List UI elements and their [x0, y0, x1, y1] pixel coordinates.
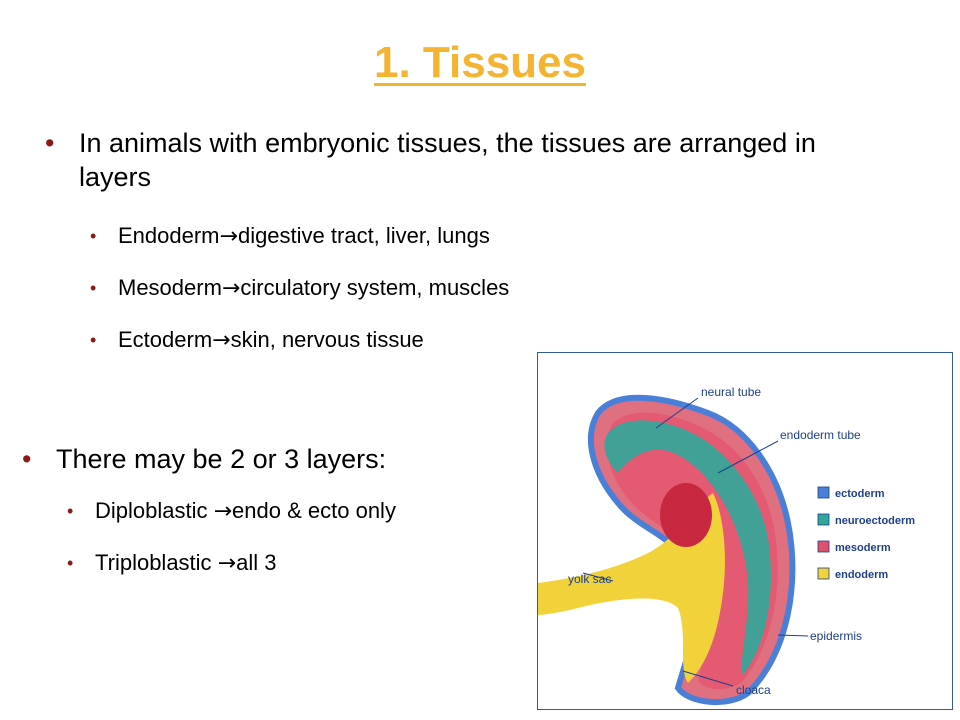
- embryo-illustration: neural tube endoderm tube yolk sac epide…: [538, 385, 915, 706]
- bullet-text: Endoderm→digestive tract, liver, lungs: [118, 223, 490, 249]
- bullet-text: Triploblastic →all 3: [95, 550, 277, 576]
- leader-line: [582, 572, 614, 582]
- sub-bullet-diploblastic: • Diploblastic →endo & ecto only: [67, 498, 396, 525]
- bullet-text: Diploblastic →endo & ecto only: [95, 498, 396, 524]
- arrow-icon: →: [212, 328, 231, 353]
- sub-bullet-ectoderm: • Ectoderm→skin, nervous tissue: [90, 327, 424, 354]
- legend-label-ectoderm: ectoderm: [835, 488, 885, 500]
- heart-shape: [660, 483, 712, 547]
- arrow-icon: →: [213, 499, 233, 524]
- leader-line: [717, 440, 779, 474]
- sub-bullet-triploblastic: • Triploblastic →all 3: [67, 550, 276, 577]
- bullet-text: There may be 2 or 3 layers:: [56, 444, 387, 474]
- legend-label-neuroectoderm: neuroectoderm: [835, 515, 915, 527]
- label-epidermis: epidermis: [810, 629, 862, 643]
- legend: ectoderm neuroectoderm mesoderm endoderm: [817, 486, 915, 581]
- bullet-dot: •: [90, 226, 97, 246]
- leader-line: [655, 397, 699, 429]
- bullet-embryonic-layers: • In animals with embryonic tissues, the…: [45, 126, 865, 194]
- bullet-dot: •: [90, 330, 97, 350]
- bullet-text: In animals with embryonic tissues, the t…: [79, 128, 816, 192]
- legend-swatch-endoderm: [817, 567, 830, 580]
- bullet-dot: •: [67, 553, 74, 573]
- legend-label-mesoderm: mesoderm: [835, 542, 891, 554]
- bullet-dot: •: [22, 444, 32, 474]
- arrow-icon: →: [219, 224, 238, 249]
- neuroectoderm-layer: [604, 420, 771, 675]
- bullet-text: Mesoderm→circulatory system, muscles: [118, 275, 510, 301]
- label-cloaca: cloaca: [736, 683, 771, 697]
- legend-swatch-neuroectoderm: [817, 513, 830, 526]
- arrow-icon: →: [217, 551, 237, 576]
- bullet-layer-count: • There may be 2 or 3 layers:: [22, 442, 386, 476]
- label-neural-tube: neural tube: [701, 385, 761, 399]
- sub-bullet-mesoderm: • Mesoderm→circulatory system, muscles: [90, 275, 509, 302]
- label-yolk-sac: yolk sac: [568, 572, 611, 586]
- embryo-diagram: neural tube endoderm tube yolk sac epide…: [537, 352, 953, 710]
- label-endoderm-tube: endoderm tube: [780, 428, 861, 442]
- leader-line: [682, 670, 734, 687]
- bullet-dot: •: [90, 278, 97, 298]
- leader-line: [777, 634, 809, 637]
- sub-bullet-endoderm: • Endoderm→digestive tract, liver, lungs: [90, 223, 490, 250]
- slide-title: 1. Tissues: [374, 38, 586, 87]
- bullet-dot: •: [45, 128, 55, 158]
- legend-label-endoderm: endoderm: [835, 569, 888, 581]
- legend-swatch-ectoderm: [817, 486, 830, 499]
- bullet-dot: •: [67, 501, 74, 521]
- legend-swatch-mesoderm: [817, 540, 830, 553]
- bullet-text: Ectoderm→skin, nervous tissue: [118, 327, 424, 353]
- arrow-icon: →: [221, 276, 241, 301]
